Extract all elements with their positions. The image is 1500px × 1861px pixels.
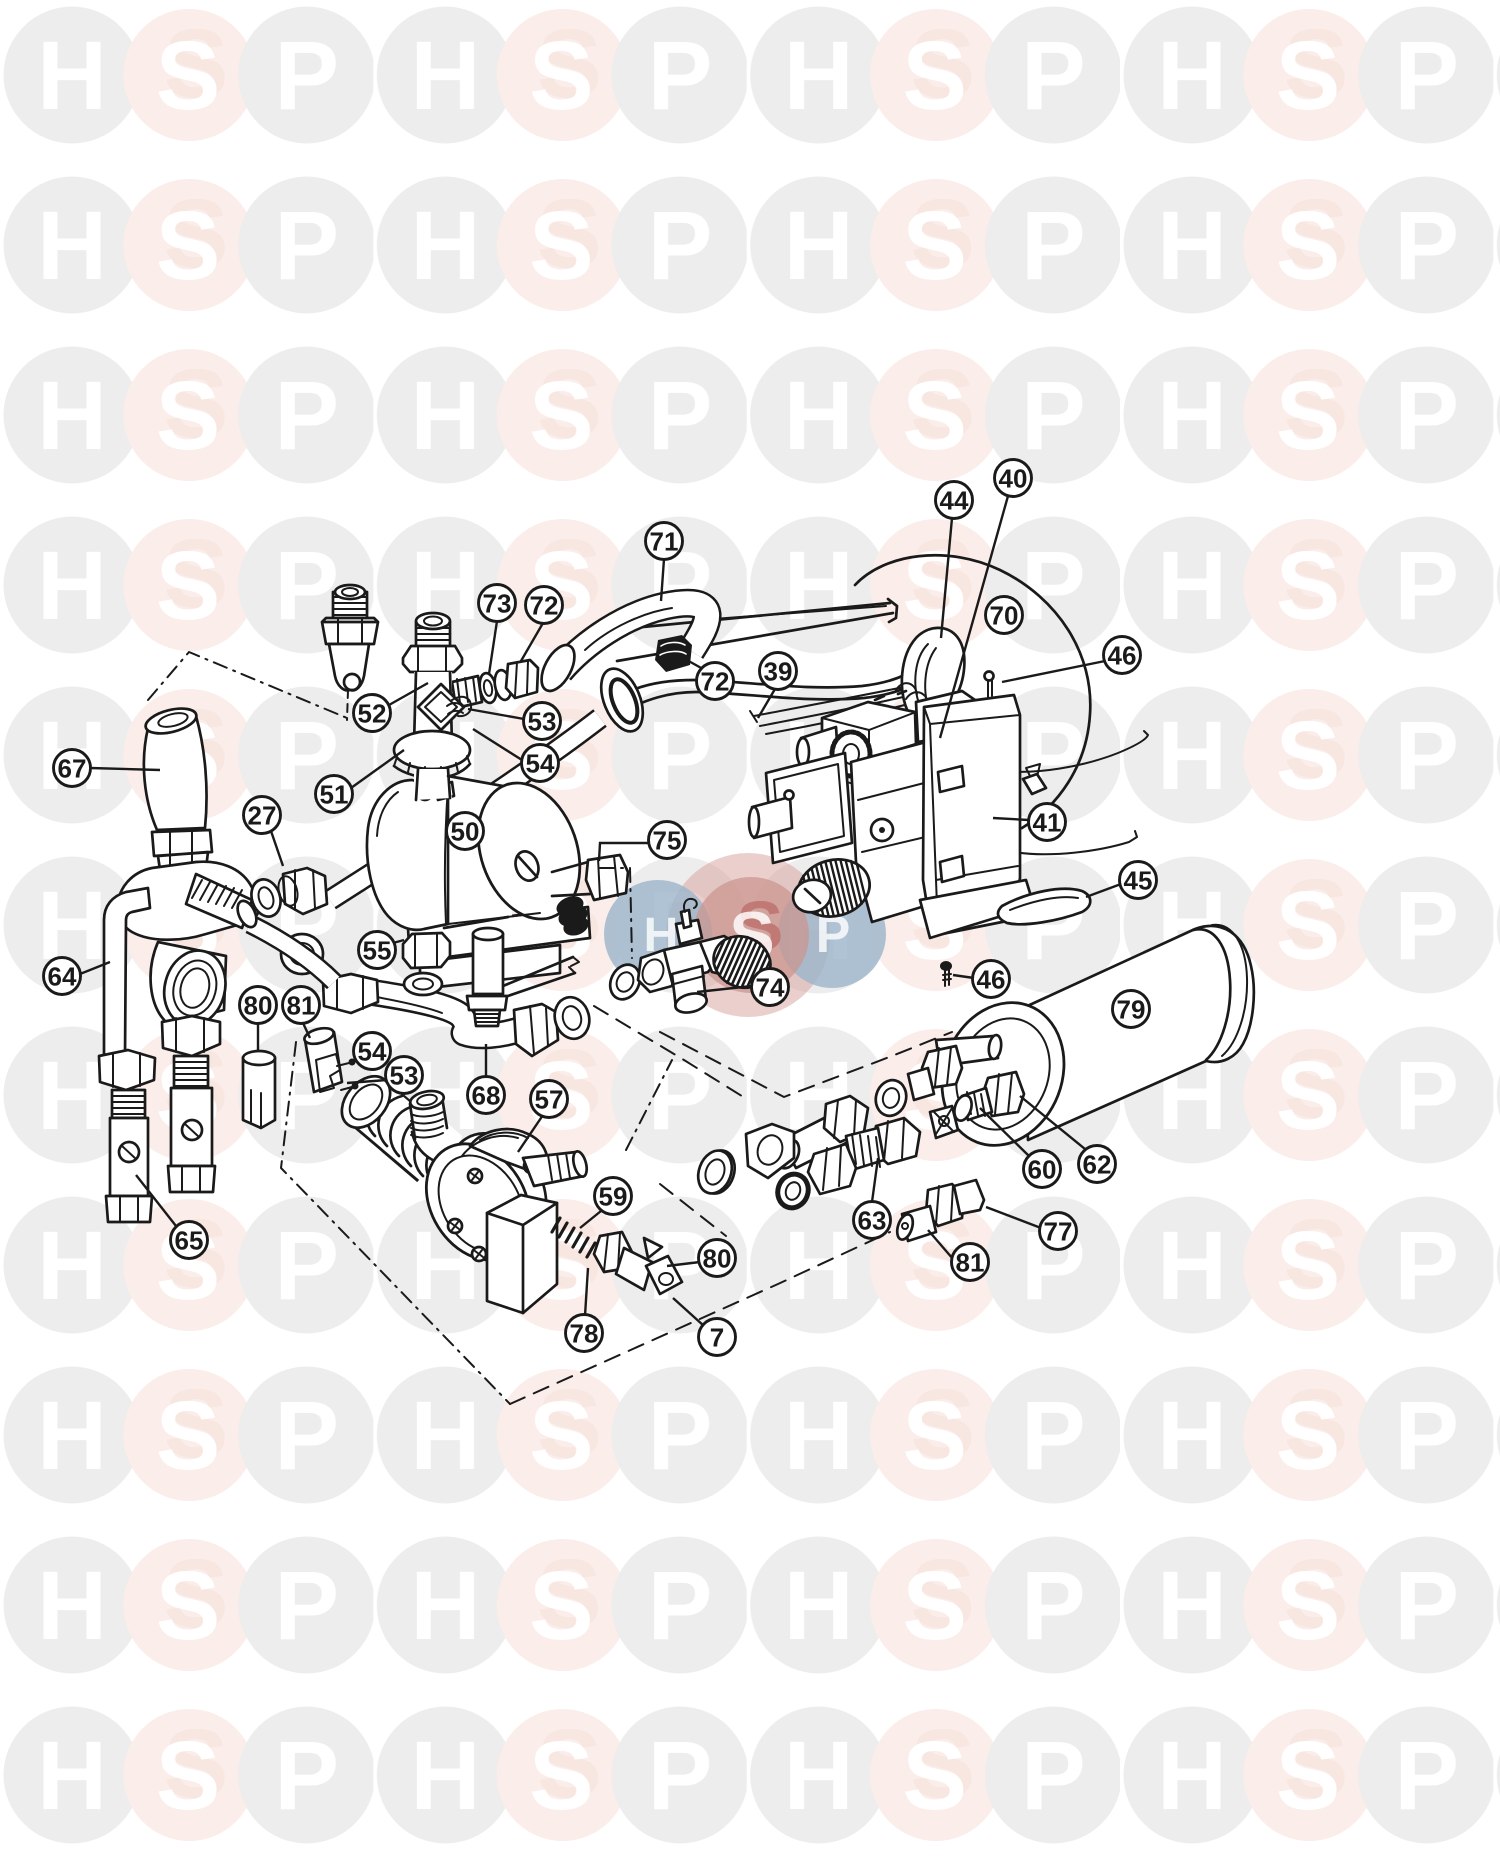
svg-text:81: 81 <box>956 1248 985 1278</box>
svg-text:77: 77 <box>1044 1217 1073 1247</box>
svg-text:39: 39 <box>764 657 793 687</box>
svg-text:52: 52 <box>358 699 387 729</box>
svg-text:78: 78 <box>570 1319 599 1349</box>
svg-text:44: 44 <box>940 486 969 516</box>
svg-text:74: 74 <box>756 973 785 1003</box>
svg-text:7: 7 <box>710 1323 724 1353</box>
svg-text:45: 45 <box>1124 866 1153 896</box>
svg-text:46: 46 <box>1108 641 1137 671</box>
svg-text:72: 72 <box>530 591 559 621</box>
svg-text:46: 46 <box>977 965 1006 995</box>
svg-text:65: 65 <box>175 1226 204 1256</box>
svg-text:60: 60 <box>1028 1155 1057 1185</box>
svg-text:67: 67 <box>58 754 87 784</box>
svg-text:27: 27 <box>248 801 277 831</box>
svg-text:75: 75 <box>653 826 682 856</box>
svg-text:63: 63 <box>858 1206 887 1236</box>
svg-text:80: 80 <box>244 991 273 1021</box>
svg-text:57: 57 <box>535 1085 564 1115</box>
svg-text:71: 71 <box>650 527 679 557</box>
svg-text:68: 68 <box>472 1081 501 1111</box>
svg-text:54: 54 <box>526 749 555 779</box>
svg-text:55: 55 <box>363 936 392 966</box>
svg-text:53: 53 <box>528 707 557 737</box>
svg-text:70: 70 <box>990 601 1019 631</box>
svg-text:54: 54 <box>358 1037 387 1067</box>
svg-text:64: 64 <box>48 962 77 992</box>
svg-text:41: 41 <box>1033 808 1062 838</box>
svg-text:40: 40 <box>999 464 1028 494</box>
svg-text:80: 80 <box>703 1244 732 1274</box>
svg-text:62: 62 <box>1083 1150 1112 1180</box>
svg-text:59: 59 <box>599 1182 628 1212</box>
svg-text:51: 51 <box>320 780 349 810</box>
svg-text:72: 72 <box>701 667 730 697</box>
svg-text:79: 79 <box>1117 995 1146 1025</box>
svg-text:73: 73 <box>483 589 512 619</box>
svg-text:81: 81 <box>287 991 316 1021</box>
svg-text:50: 50 <box>451 817 480 847</box>
svg-text:53: 53 <box>390 1061 419 1091</box>
